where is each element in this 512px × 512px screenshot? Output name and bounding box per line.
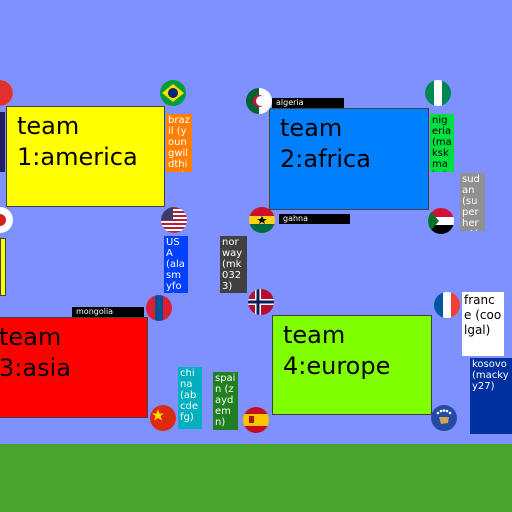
player-card-norway[interactable]: norway (mk0323) bbox=[220, 236, 247, 293]
player-tag-algeria[interactable]: algeria bbox=[272, 98, 344, 108]
player-card-france[interactable]: france (coolgal) bbox=[462, 292, 504, 356]
brazil-flag-icon bbox=[160, 80, 186, 106]
china-flag-icon bbox=[150, 405, 176, 431]
sudan-flag-icon bbox=[428, 208, 454, 234]
team-box-africa: team 2:africa bbox=[269, 108, 429, 210]
algeria-flag-icon bbox=[246, 88, 272, 114]
team-box-asia: team 3:asia bbox=[0, 317, 148, 418]
player-card-kosovo[interactable]: kosovo (mackyy27) bbox=[470, 358, 512, 434]
player-card-nigeria[interactable]: nigeria (makskmaks) bbox=[430, 114, 454, 172]
team-box-america: team 1:america bbox=[6, 106, 165, 207]
player-card-usa[interactable]: USA (alasmyfoe) bbox=[164, 236, 188, 293]
team-box-europe: team 4:europe bbox=[272, 315, 432, 415]
edge-dark-block bbox=[0, 112, 5, 172]
player-card-sudan[interactable]: sudan (superheroAhmad) bbox=[460, 173, 485, 231]
kosovo-flag-icon bbox=[431, 405, 457, 431]
spain-flag-icon bbox=[243, 407, 269, 433]
nigeria-flag-icon bbox=[425, 80, 451, 106]
ground bbox=[0, 444, 512, 512]
player-tag-mongolia[interactable]: mongolia bbox=[72, 307, 144, 317]
player-tag-ghana[interactable]: gahna bbox=[279, 214, 350, 224]
partial-flag-icon bbox=[0, 207, 13, 233]
usa-flag-icon bbox=[161, 207, 187, 233]
edge-yellow-block bbox=[0, 238, 6, 296]
mongolia-flag-icon bbox=[146, 295, 172, 321]
partial-flag-icon bbox=[0, 80, 13, 106]
player-card-china[interactable]: china (abcdefg) bbox=[178, 367, 202, 429]
norway-flag-icon bbox=[248, 289, 274, 315]
player-card-brazil[interactable]: brazil (youngwildthing) bbox=[166, 114, 192, 172]
ghana-flag-icon bbox=[249, 207, 275, 233]
france-flag-icon bbox=[434, 292, 460, 318]
player-card-spain[interactable]: spain (zaydemn) bbox=[213, 372, 238, 430]
